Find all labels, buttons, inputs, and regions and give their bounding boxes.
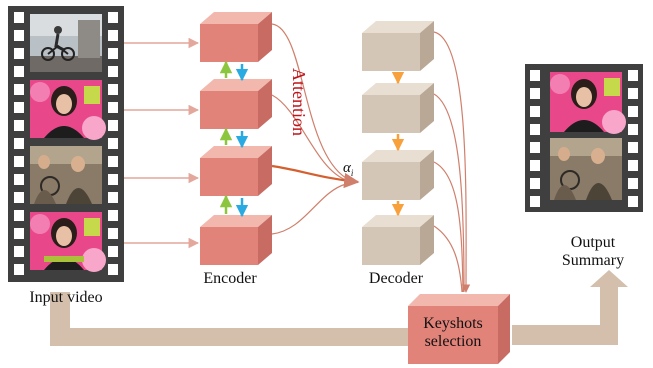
output-right-sprockets <box>628 70 638 207</box>
output-film-strip <box>525 64 643 212</box>
keyshots-line-1: Keyshots <box>423 315 483 332</box>
attention-curve-1 <box>271 23 347 179</box>
keyshots-selection-box <box>408 294 510 364</box>
input-video-label: Input video <box>29 289 103 306</box>
encoder-cube-1 <box>200 12 272 62</box>
decoder-output-curve-1 <box>433 31 471 293</box>
woman-pink-background-frame-icon <box>550 72 626 134</box>
keyshots-to-output-arrow-head <box>590 270 628 287</box>
attention-curve-2 <box>271 94 347 181</box>
attention-curve-3 <box>271 164 360 189</box>
decoder-cube-1 <box>362 21 434 71</box>
alpha-letter: α <box>343 160 351 176</box>
decoder-output-curve-4 <box>433 225 463 293</box>
decoder-output-curve-2 <box>433 93 465 293</box>
alpha-subscript: i <box>350 168 354 178</box>
two-people-workshop-frame-icon <box>30 146 102 204</box>
encoder-cube-4 <box>200 215 272 265</box>
output-summary-line-1: Output <box>570 234 616 251</box>
woman-pink-background-frame-icon <box>30 80 106 140</box>
encoder-bidirectional-arrows <box>219 60 249 218</box>
decoder-cube-4 <box>362 215 434 265</box>
decoder-cube-3 <box>362 150 434 200</box>
encoder-cube-2 <box>200 79 272 129</box>
encoder-cube-3 <box>200 146 272 196</box>
decoder-output-curve-3 <box>433 161 464 293</box>
decoder-cube-2 <box>362 83 434 133</box>
input-to-keyshots-arrow <box>50 292 414 346</box>
woman-pink-background-frame-icon <box>30 212 106 272</box>
input-film-strip <box>8 6 124 282</box>
output-left-sprockets <box>530 70 540 207</box>
keyshots-to-output-arrow <box>512 285 618 345</box>
keyshots-line-2: selection <box>424 333 482 351</box>
output-summary-label: Output Summary <box>548 234 638 271</box>
decoder-label: Decoder <box>368 270 424 287</box>
encoder-label: Encoder <box>203 270 257 287</box>
keyshots-selection-label: Keyshots selection <box>408 315 498 352</box>
attention-curves <box>271 23 360 235</box>
output-summary-line-2: Summary <box>561 252 625 270</box>
decoder-output-curves <box>433 31 471 293</box>
alpha-symbol: αi <box>343 160 353 178</box>
attention-label: Attention <box>289 68 309 136</box>
input-encoder-connectors <box>124 37 200 249</box>
input-left-sprockets <box>14 12 24 275</box>
two-people-workshop-frame-icon <box>550 138 622 200</box>
input-right-sprockets <box>108 12 118 275</box>
attention-curve-4 <box>271 183 347 235</box>
bmx-rider-frame-icon <box>30 14 102 72</box>
